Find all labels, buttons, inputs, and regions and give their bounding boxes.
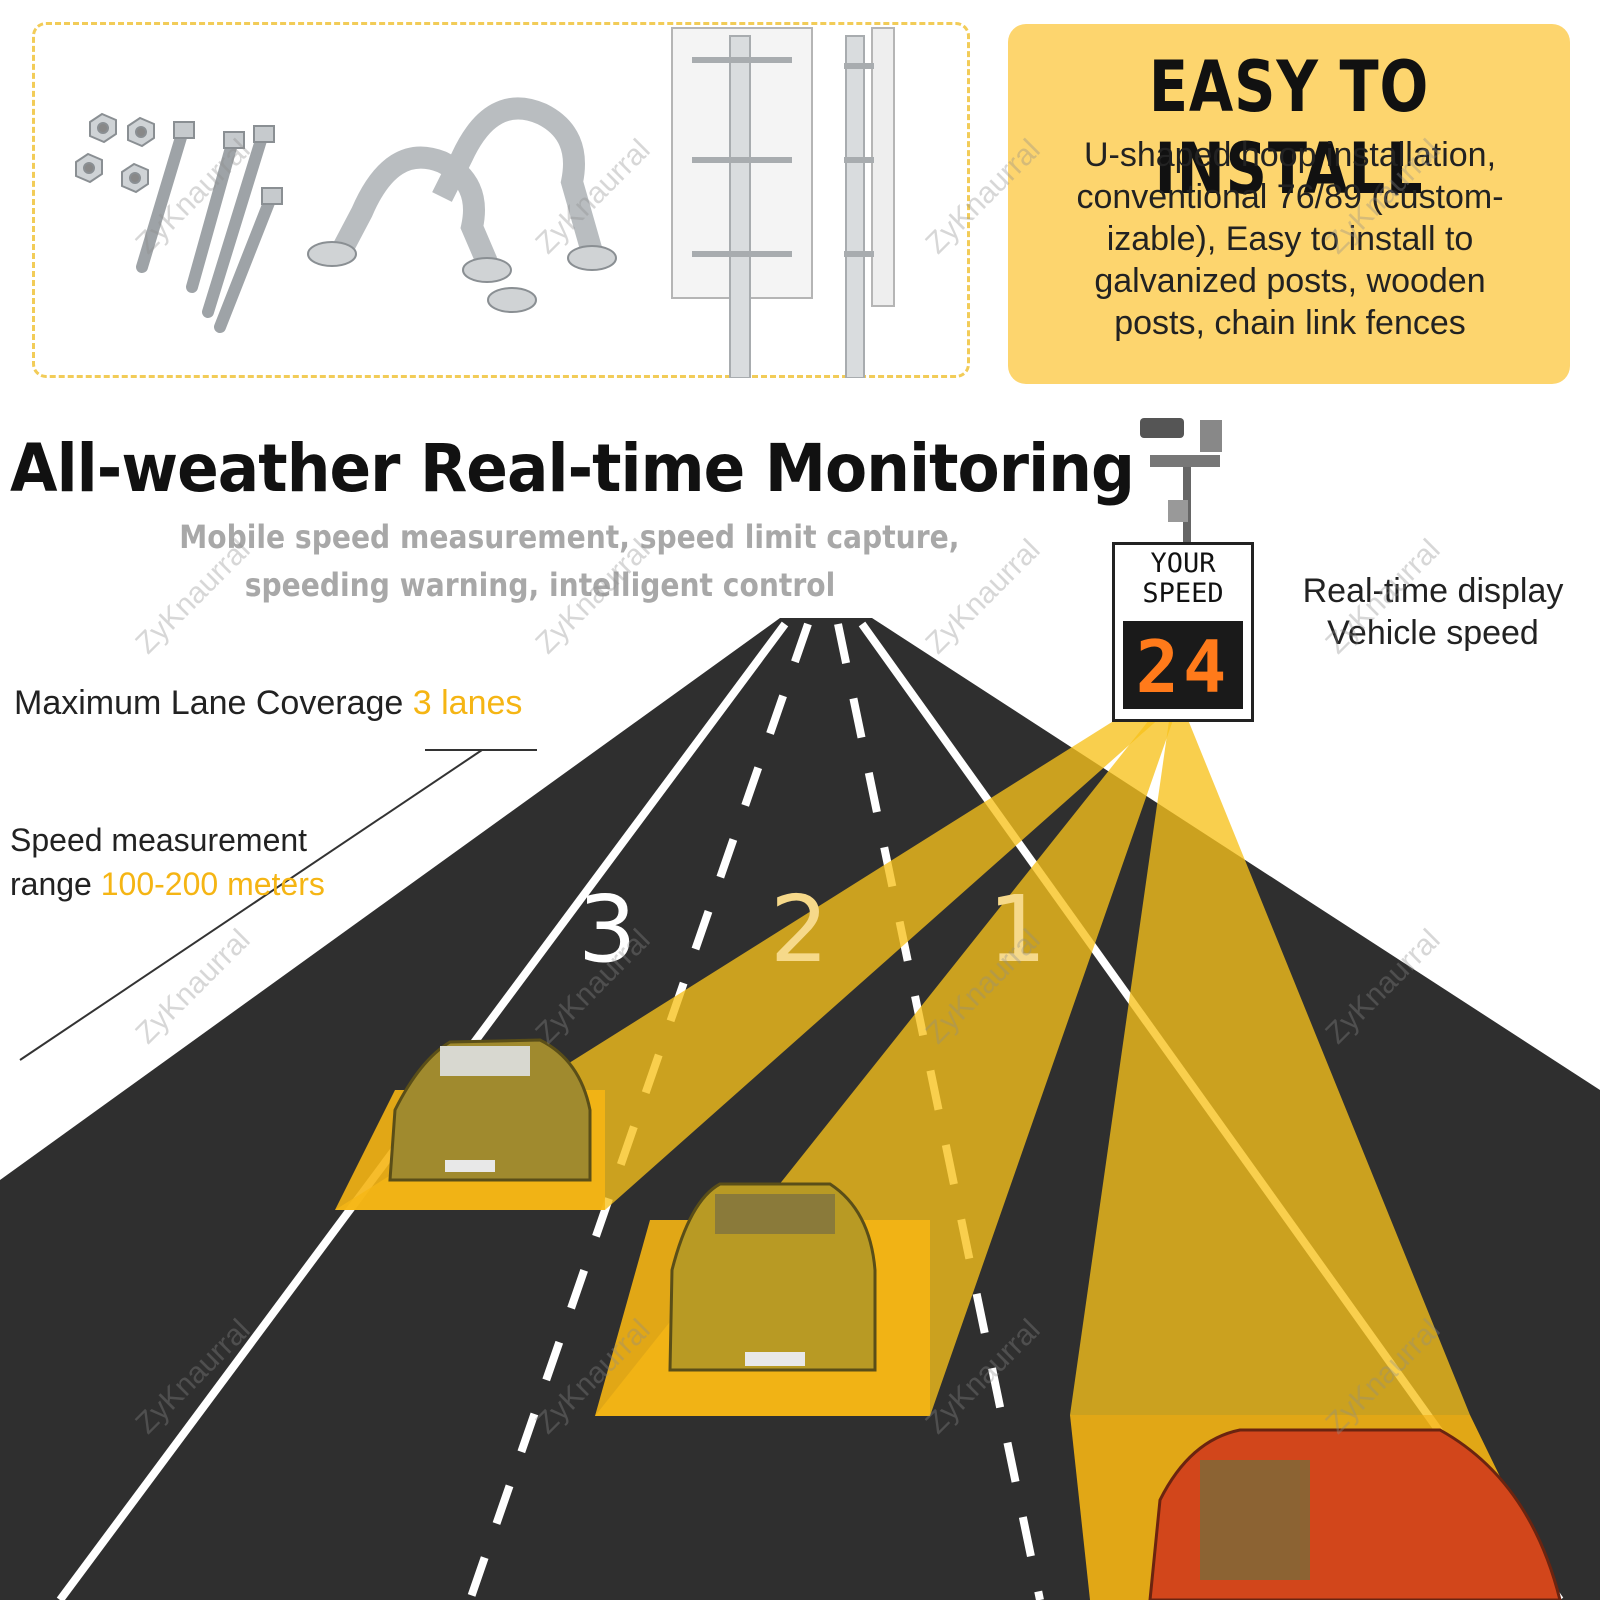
realtime-line: Real-time display: [1302, 572, 1564, 610]
bolts-icon: [136, 128, 276, 333]
lane-divider-2-1: [834, 623, 1044, 1600]
speed-range-text: range: [10, 866, 92, 902]
car-lane-2-icon: [668, 1182, 877, 1372]
nuts-icon: [75, 112, 155, 194]
beam-lane-1: [1070, 700, 1470, 1415]
realtime-display-label: Real-time display Vehicle speed: [1268, 570, 1598, 654]
u-hoop-icon: [332, 97, 603, 267]
your-speed-sign: YOUR SPEED 24: [1112, 542, 1254, 722]
subheadline-line-1: Mobile speed measurement, speed limit ca…: [179, 518, 960, 556]
install-line: U-shaped hoop installation,: [1083, 136, 1497, 174]
lane-divider-3-2: [466, 622, 812, 1600]
lane-number-2: 2: [770, 876, 829, 983]
speed-range-label: Speed measurement range 100-200 meters: [10, 818, 325, 906]
sign-label-line: YOUR: [1150, 548, 1216, 579]
easy-install-title: EASY TO INSTALL: [1148, 46, 1430, 210]
headline: All-weather Real-time Monitoring: [10, 430, 1135, 507]
lane-coverage-text: Maximum Lane Coverage: [14, 684, 404, 722]
install-line: conventional 76/89 (custom-: [1076, 178, 1504, 216]
easy-install-panel: [1008, 24, 1570, 384]
realtime-line: Vehicle speed: [1327, 614, 1539, 652]
sign-plate-side: [871, 27, 895, 307]
pole-icon: [729, 35, 751, 378]
speed-display: 24: [1123, 621, 1243, 709]
install-line: izable), Easy to install to: [1106, 220, 1474, 258]
range-guide-line: [19, 749, 483, 1061]
speed-range-value: 100-200 meters: [100, 866, 325, 902]
install-line: galvanized posts, wooden: [1094, 262, 1486, 300]
car-lane-3-icon: [388, 1038, 592, 1182]
lane-coverage-label: Maximum Lane Coverage 3 lanes: [14, 684, 522, 723]
lane-number-1: 1: [988, 876, 1047, 983]
lane-number-3: 3: [578, 876, 637, 983]
car-lane-1-icon: [1148, 1428, 1562, 1600]
subheadline-line-2: speeding warning, intelligent control: [244, 566, 836, 604]
radar-camera-icon: [1140, 418, 1222, 545]
install-line: posts, chain link fences: [1114, 304, 1466, 342]
sign-label-line: SPEED: [1142, 578, 1224, 609]
easy-install-description: U-shaped hoop installation, conventional…: [1030, 134, 1550, 344]
speed-value: 24: [1135, 625, 1231, 709]
installation-kit-illustration: [75, 27, 895, 378]
sign-label: YOUR SPEED: [1115, 549, 1251, 609]
installation-kit-panel: [32, 22, 970, 378]
pole-side-icon: [845, 35, 865, 378]
speed-range-text: Speed measurement: [10, 822, 308, 858]
lane-coverage-value: 3 lanes: [412, 684, 523, 722]
